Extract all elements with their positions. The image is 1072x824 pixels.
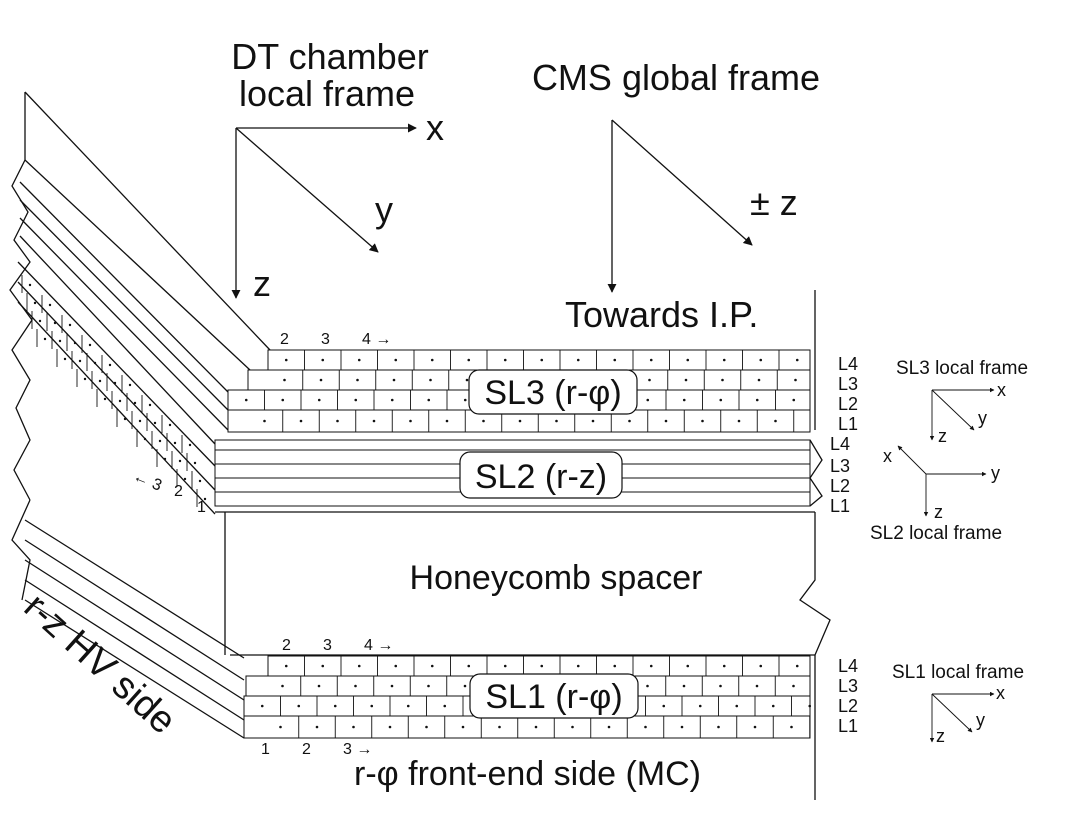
sl1-local-frame	[929, 691, 995, 743]
sl2-cell-num-2: 2	[174, 483, 183, 500]
cms-frame-title: CMS global frame	[532, 57, 820, 98]
sl3-local-x: x	[997, 380, 1006, 400]
sl3-layer-l4: L4	[838, 354, 858, 374]
sl1-cell-num-bottom-2: 2	[302, 741, 311, 758]
sl1-cell-num-bottom-1: 1	[261, 741, 270, 758]
sl1-cell-num-bottom-3: 3 →	[343, 741, 372, 758]
sl1-local-frame-title: SL1 local frame	[892, 662, 1024, 683]
dt-x-label: x	[426, 107, 444, 148]
sl1-layer-l3: L3	[838, 676, 858, 696]
rz-hv-side-label: r-z HV side	[16, 585, 184, 742]
sl3-layer-l1: L1	[838, 414, 858, 434]
cms-pm-z-label: ± z	[750, 182, 798, 223]
cms-towards-ip-label: Towards I.P.	[565, 294, 758, 335]
cms-global-frame-axes	[607, 119, 753, 293]
dt-local-frame-axes	[231, 123, 417, 299]
sl2-local-y: y	[991, 463, 1000, 483]
sl1-local-x: x	[996, 683, 1005, 703]
sl1-local-z: z	[936, 726, 945, 746]
sl3-cell-num-2: 2	[280, 331, 289, 348]
sl3-layer-l3: L3	[838, 374, 858, 394]
sl1-local-y: y	[976, 710, 985, 730]
sl2-layer-l4: L4	[830, 434, 850, 454]
sl2-layer-l1: L1	[830, 496, 850, 516]
sl1-layer-l2: L2	[838, 696, 858, 716]
sl2-cell-num-1: 1	[197, 499, 206, 516]
sl2-side-cells	[21, 275, 207, 507]
sl3-local-y: y	[978, 408, 987, 428]
spacer-label: Honeycomb spacer	[410, 559, 703, 597]
sl3-label: SL3 (r-φ)	[484, 374, 621, 412]
sl2-local-frame-title: SL2 local frame	[870, 523, 1002, 544]
sl3-local-z: z	[938, 426, 947, 446]
sl2-cell-num-3: ← 3	[131, 468, 165, 495]
sl3-cell-num-4: 4 →	[362, 331, 391, 348]
sl2-layer-l3: L3	[830, 456, 850, 476]
sl2-label: SL2 (r-z)	[475, 458, 607, 496]
sl2-local-z: z	[934, 502, 943, 522]
sl2-label-box	[459, 451, 623, 499]
sl1-label: SL1 (r-φ)	[485, 678, 622, 716]
chamber-side-view	[9, 91, 271, 739]
sl3-local-frame-title: SL3 local frame	[896, 358, 1028, 379]
sl3-local-frame	[929, 387, 995, 441]
sl1-layer-l4: L4	[838, 656, 858, 676]
rphi-frontend-side-label: r-φ front-end side (MC)	[354, 755, 701, 793]
sl2-layer-l2: L2	[830, 476, 850, 496]
sl3-label-box	[468, 369, 638, 415]
sl1-label-box	[469, 673, 639, 719]
dt-frame-title-line2: local frame	[239, 73, 415, 114]
sl2-local-frame	[897, 445, 987, 517]
dt-y-label: y	[375, 189, 393, 230]
sl1-cell-num-top-4: 4 →	[364, 637, 393, 654]
dt-frame-title-line1: DT chamber	[231, 36, 428, 77]
sl2-local-x: x	[883, 446, 892, 466]
sl3-layer-l2: L2	[838, 394, 858, 414]
sl1-layer-l1: L1	[838, 716, 858, 736]
sl1-cell-num-top-3: 3	[323, 637, 332, 654]
sl3-cell-num-3: 3	[321, 331, 330, 348]
sl1-cell-num-top-2: 2	[282, 637, 291, 654]
honeycomb-spacer	[215, 511, 831, 656]
dt-z-label: z	[253, 263, 271, 304]
